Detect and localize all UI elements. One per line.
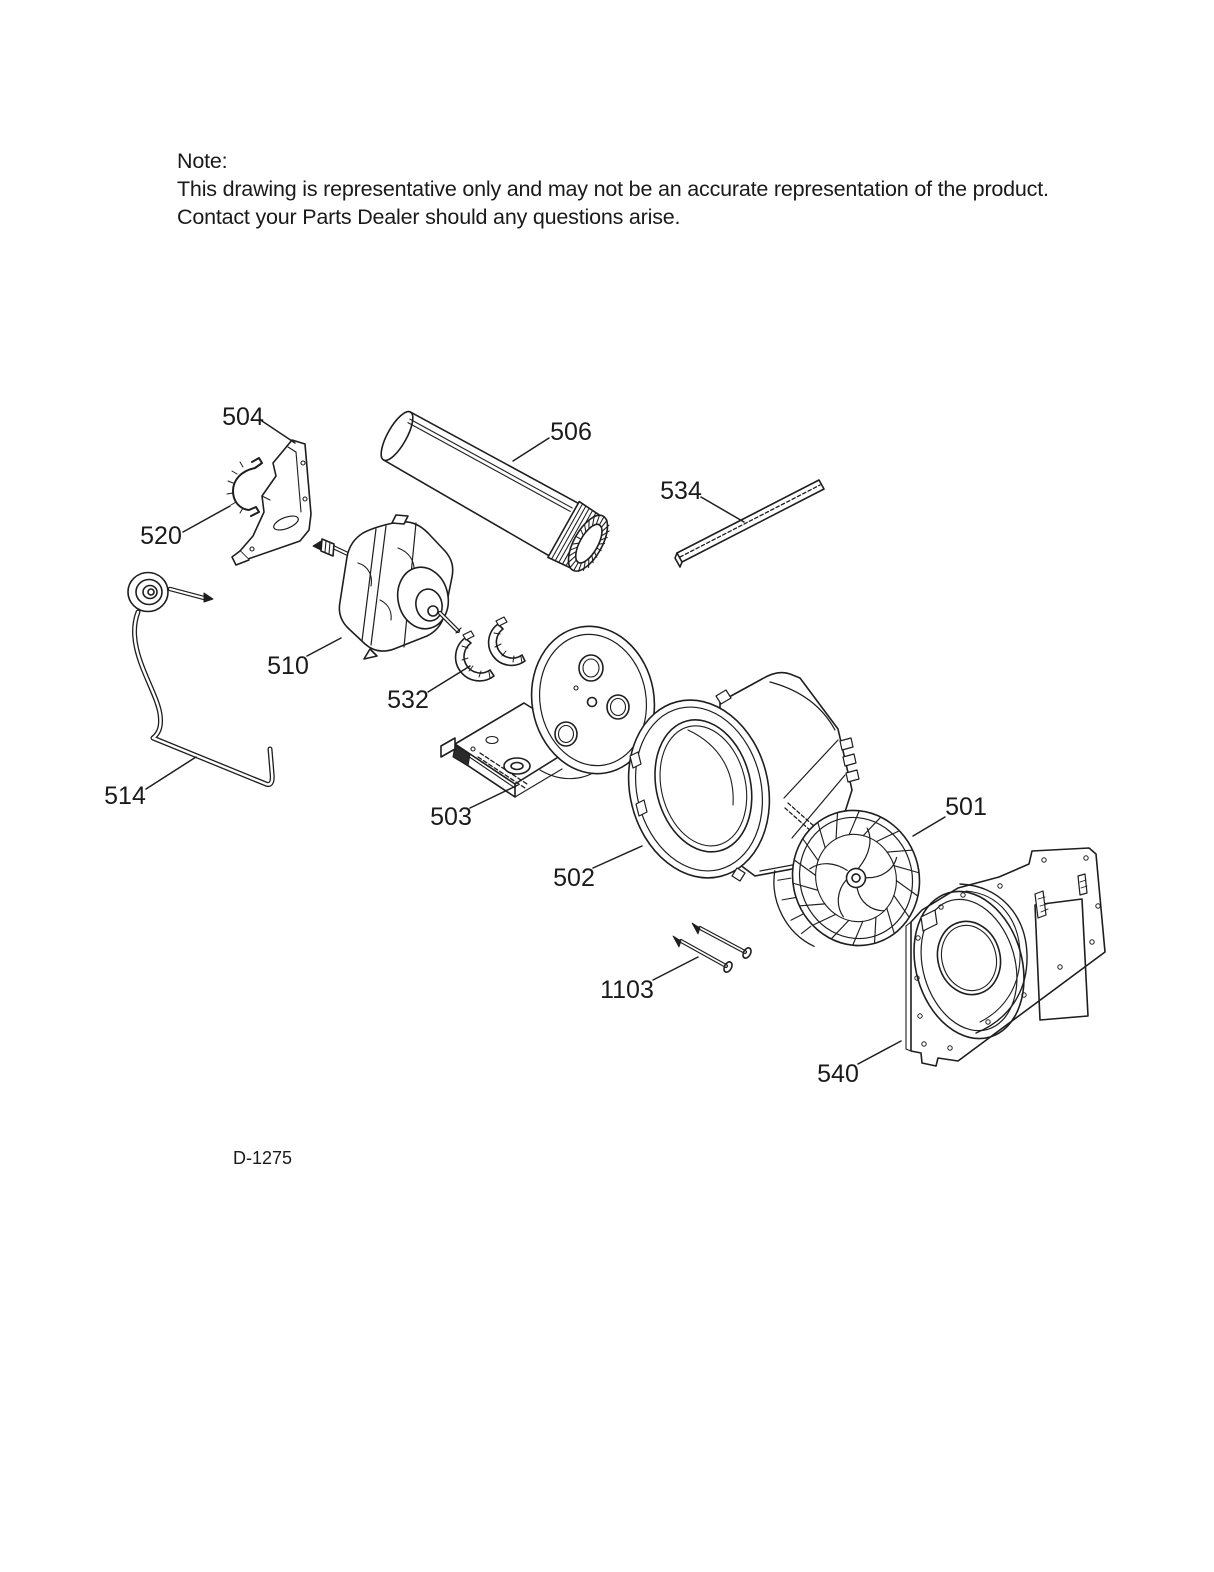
blower-wheel-501-drawing [773,809,921,947]
note-line-2: Contact your Parts Dealer should any que… [177,205,681,229]
part-label-514: 514 [104,782,146,810]
screws-1103-drawing [672,922,752,973]
mount-503-drawing [440,625,656,798]
clamps-532-drawing [454,616,526,682]
note-line-1: This drawing is representative only and … [177,177,1049,201]
leader-520 [182,505,231,533]
part-label-506: 506 [550,418,592,446]
seal-strip-534-drawing [674,479,825,568]
part-label-540: 540 [817,1060,859,1088]
leader-501 [912,816,946,837]
part-label-502: 502 [553,864,595,892]
note-title: Note: [177,149,228,173]
idler-arm-514-drawing [127,571,275,787]
leader-510 [306,637,342,657]
note-block: Note: This drawing is representative onl… [177,147,1049,231]
drawing-number: D-1275 [233,1148,293,1168]
leader-540 [857,1040,902,1065]
leader-534 [700,496,745,523]
leader-514 [145,756,197,790]
leader-503 [469,784,519,809]
part-label-501: 501 [945,793,987,821]
leader-532 [427,665,471,693]
part-label-534: 534 [660,477,702,505]
motor-510-drawing [312,514,462,660]
part-label-1103: 1103 [600,976,654,1004]
clip-520-drawing [226,457,263,517]
duct-506-drawing [380,410,610,573]
leader-1103 [652,956,699,981]
part-labels: 504 506 534 520 510 532 514 503 502 501 … [104,403,987,1088]
part-label-504: 504 [222,403,264,431]
part-label-503: 503 [430,803,472,831]
leader-502 [592,845,643,869]
bracket-504-drawing [231,439,312,566]
leader-506 [512,437,550,462]
leader-504 [261,420,296,444]
part-label-520: 520 [140,522,182,550]
leader-lines [145,420,946,1065]
part-label-510: 510 [267,652,309,680]
cover-panel-540-drawing [905,847,1106,1067]
part-label-532: 532 [387,686,429,714]
